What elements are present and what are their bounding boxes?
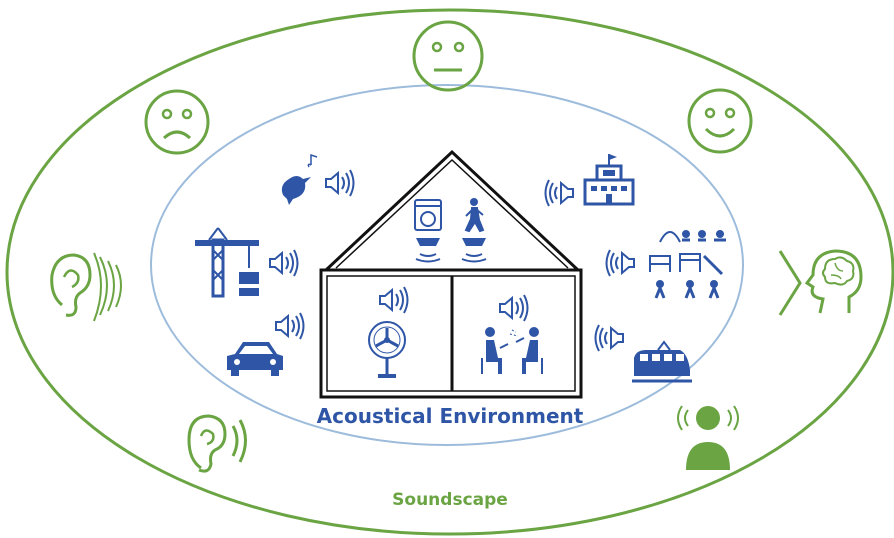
acoustical-environment-label: Acoustical Environment <box>316 404 584 428</box>
ear-icon <box>187 414 247 473</box>
train-icon <box>632 340 692 383</box>
speaker-icon <box>605 249 635 277</box>
crane-icon <box>195 227 259 298</box>
playground-icon <box>649 230 726 299</box>
fan-icon <box>368 321 406 378</box>
listening-ear-icon <box>50 252 122 322</box>
neutral-face-icon <box>412 20 484 92</box>
happy-face-icon <box>687 88 753 154</box>
speaker-icon <box>594 324 624 352</box>
car-icon <box>227 342 283 376</box>
speaker-icon <box>269 249 299 277</box>
washing-machine-icon <box>414 199 442 263</box>
house-icon <box>319 149 583 399</box>
sad-face-icon <box>144 89 210 155</box>
soundscape-ellipse <box>5 8 894 536</box>
bird-icon <box>281 153 318 205</box>
school-icon <box>583 154 635 206</box>
speaking-person-icon <box>677 405 739 470</box>
walking-person-icon <box>461 198 487 263</box>
acoustical-environment-ellipse <box>150 84 744 446</box>
speaker-icon <box>325 169 355 197</box>
brain-head-icon <box>778 249 863 316</box>
soundscape-label: Soundscape <box>392 490 508 510</box>
speaker-icon <box>499 294 529 322</box>
speaker-icon <box>275 312 305 340</box>
speaker-icon <box>379 286 409 314</box>
conversation-icon <box>481 327 543 374</box>
speaker-icon <box>544 179 574 207</box>
